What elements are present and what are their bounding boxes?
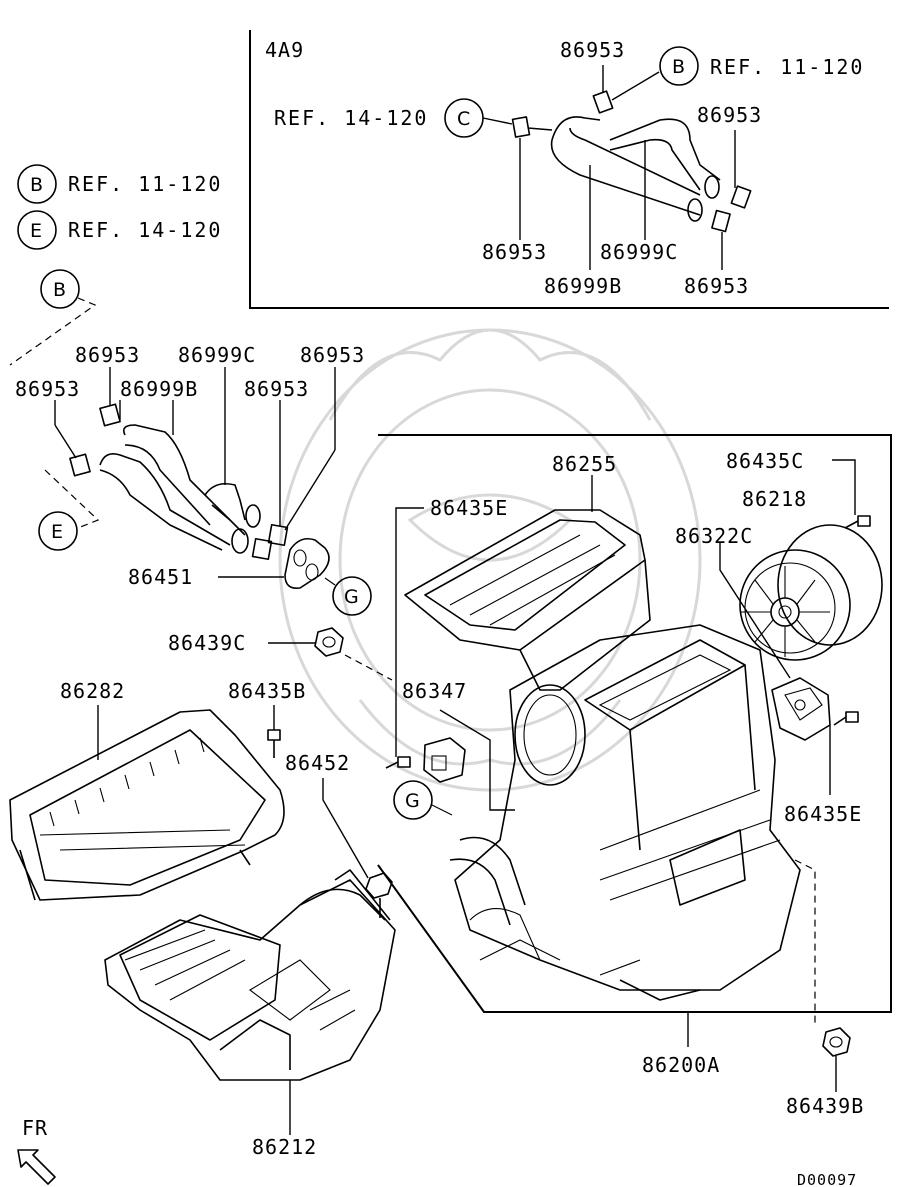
legend-callout-e: E [17,210,57,250]
label-nut-b: 86439B [786,1094,864,1118]
duct-vent-slats [49,737,205,827]
label-screw-b: 86435B [228,679,306,703]
left-heater-hoses [99,424,261,554]
label-inset-clip-top: 86953 [560,38,625,62]
svg-text:E: E [30,220,42,242]
resistor-part [771,677,831,741]
heater-unit-body [449,624,801,1001]
screw-e-right-part [833,711,859,726]
blower-case-part [104,869,396,1081]
left-leader-lines [54,367,336,531]
inset-leader-lines [482,65,736,270]
label-inset-clip-left-bottom: 86953 [482,240,547,264]
front-arrow-icon [17,1149,56,1185]
gasket-part [284,537,330,590]
screw-b-part [267,729,281,758]
fr-label: FR [22,1116,48,1140]
label-inset-hose-b: 86999B [544,274,622,298]
nut-b-part [822,1027,851,1057]
diagram-code: D00097 [797,1171,857,1187]
inset-frame [249,30,889,309]
callout-g-lower: G [393,780,433,820]
screw-e-left-part [385,756,411,769]
screw-c-part [844,515,871,529]
watermark-emblem [278,328,702,792]
label-clip-b: 86953 [15,377,80,401]
leader-e-dashed [44,469,100,529]
label-hose-c: 86999C [178,343,256,367]
label-clip-d: 86953 [300,343,365,367]
label-blower-case: 86212 [252,1135,317,1159]
heater-unit-frame [377,434,892,1013]
label-blower-motor: 86218 [742,487,807,511]
label-gasket: 86451 [128,565,193,589]
label-inset-clip-right: 86953 [697,103,762,127]
label-upper-case: 86255 [552,452,617,476]
fan-blades [740,566,830,657]
inset-ref-b-text: REF. 11-120 [710,55,864,79]
nut-c-part [314,627,344,657]
svg-text:G: G [405,790,420,812]
label-bolt: 86452 [285,751,350,775]
callout-e-left: E [38,511,78,551]
label-inset-hose-c: 86999C [600,240,678,264]
legend-ref-e-text: REF. 14-120 [68,218,222,242]
svg-text:B: B [53,279,66,301]
upper-case-part [404,509,651,691]
left-hose-clips [69,403,289,561]
label-resistor: 86322C [675,524,753,548]
inset-title: 4A9 [265,38,304,62]
label-duct: 86282 [60,679,125,703]
label-transistor: 86347 [402,679,467,703]
label-heater-unit: 86200A [642,1053,720,1077]
svg-text:C: C [457,108,470,130]
leader-b-dashed [9,297,97,366]
label-nut-c: 86439C [168,631,246,655]
inset-callout-c: C [444,98,484,138]
inset-ref-c-text: REF. 14-120 [274,106,428,130]
blower-motor-part [739,524,883,661]
inset-callout-b: B [659,46,699,86]
callout-g-upper: G [332,576,372,616]
inset-hose-clips [511,90,752,233]
label-inset-clip-bottom-right: 86953 [684,274,749,298]
svg-text:E: E [51,521,63,543]
legend-ref-b-text: REF. 11-120 [68,172,222,196]
label-screw-e-left: 86435E [430,496,508,520]
legend-callout-b: B [17,164,57,204]
svg-text:B: B [30,174,43,196]
transistor-part [423,737,466,783]
inset-heater-hoses [550,116,721,222]
svg-text:G: G [344,586,359,608]
label-screw-e-right: 86435E [784,802,862,826]
duct-part [9,709,285,901]
callout-b-left: B [40,269,80,309]
svg-text:B: B [672,56,685,78]
label-clip-c: 86953 [244,377,309,401]
label-screw-c: 86435C [726,449,804,473]
label-clip-a: 86953 [75,343,140,367]
label-hose-b: 86999B [120,377,198,401]
